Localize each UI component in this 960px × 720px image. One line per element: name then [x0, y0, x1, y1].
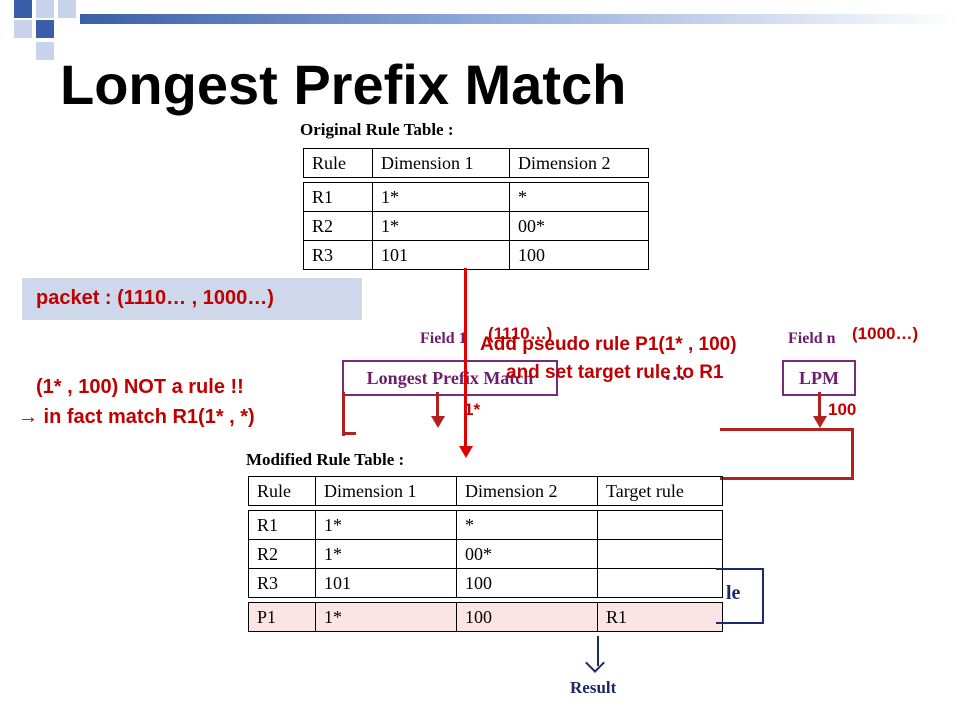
arrow-down-icon: [813, 416, 827, 428]
table-cell: 100: [456, 568, 598, 598]
header-gradient-bar: [80, 14, 960, 24]
table-cell: 1*: [372, 211, 510, 241]
field1-input-value: (1110…): [488, 324, 553, 343]
table-cell: 00*: [456, 539, 598, 569]
result-arrow-line: [597, 636, 599, 666]
partial-box-text: le: [726, 582, 741, 604]
table-row: R3 101 100: [303, 240, 649, 270]
decor-square-2: [36, 0, 54, 18]
table-row: R1 1* *: [248, 510, 723, 540]
connector-line: [342, 392, 345, 436]
partial-box-outline: [716, 568, 764, 624]
arrow-down-icon: [431, 416, 445, 428]
table-cell: 100: [456, 602, 598, 632]
table-cell: R1: [248, 510, 316, 540]
table-cell: P1: [248, 602, 316, 632]
pseudo-rule-row: P1 1* 100 R1: [248, 602, 723, 632]
table-cell: 1*: [315, 510, 457, 540]
flow-line: [464, 268, 467, 448]
original-table-caption: Original Rule Table :: [300, 120, 454, 139]
header-cell: Rule: [248, 476, 316, 506]
not-rule-annotation-line2: → in fact match R1(1* , *): [18, 406, 255, 428]
connector-line: [818, 392, 821, 418]
connector-line: [720, 428, 854, 431]
table-row: R3 101 100: [248, 568, 723, 598]
slide-title: Longest Prefix Match: [60, 53, 627, 116]
table-row: R2 1* 00*: [303, 211, 649, 241]
field1-lpm-box: Longest Prefix Match: [342, 360, 558, 396]
not-rule-annotation-line1: (1* , 100) NOT a rule !!: [36, 376, 244, 398]
decor-square-4: [36, 20, 54, 38]
table-header-row: Rule Dimension 1 Dimension 2: [303, 148, 649, 178]
table-row: R1 1* *: [303, 182, 649, 212]
fieldn-output-value: 100: [828, 400, 857, 419]
table-cell: R3: [248, 568, 316, 598]
table-cell: 101: [372, 240, 510, 270]
connector-line: [851, 428, 854, 480]
field1-output-value: 1*: [464, 400, 481, 419]
table-cell: R1: [303, 182, 373, 212]
original-rule-table: Rule Dimension 1 Dimension 2 R1 1* * R2 …: [303, 148, 649, 270]
table-cell: 1*: [315, 602, 457, 632]
packet-label: packet : (1110… , 1000…): [36, 287, 274, 309]
header-cell: Dimension 2: [456, 476, 598, 506]
packet-label-box: [22, 278, 362, 320]
table-cell: R1: [597, 602, 723, 632]
table-cell: *: [456, 510, 598, 540]
result-label: Result: [570, 678, 617, 697]
arrow-down-icon: [585, 653, 605, 673]
table-cell: 00*: [509, 211, 649, 241]
pseudo-rule-annotation-line1: Add pseudo rule P1(1* , 100): [480, 334, 737, 355]
header-cell: Dimension 1: [372, 148, 510, 178]
table-cell: 100: [509, 240, 649, 270]
table-cell: R3: [303, 240, 373, 270]
pseudo-rule-annotation-line2: and set target rule to R1: [506, 362, 724, 383]
fieldn-lpm-box: LPM: [782, 360, 856, 396]
connector-line: [436, 392, 439, 418]
modified-table-caption: Modified Rule Table :: [246, 450, 405, 469]
table-cell: 101: [315, 568, 457, 598]
decor-square-6: [36, 42, 54, 60]
decor-square-3: [58, 0, 76, 18]
header-cell: Dimension 1: [315, 476, 457, 506]
table-cell: [597, 568, 723, 598]
decor-square-1: [14, 0, 32, 18]
field1-label: Field 1: [420, 330, 467, 347]
header-cell: Dimension 2: [509, 148, 649, 178]
table-cell: R2: [303, 211, 373, 241]
header-cell: Rule: [303, 148, 373, 178]
header-cell: Target rule: [597, 476, 723, 506]
modified-rule-table: Rule Dimension 1 Dimension 2 Target rule…: [248, 476, 723, 632]
table-cell: R2: [248, 539, 316, 569]
table-header-row: Rule Dimension 1 Dimension 2 Target rule: [248, 476, 723, 506]
fieldn-input-value: (1000…): [852, 324, 919, 343]
decor-square-5: [14, 20, 32, 38]
connector-line: [342, 432, 356, 435]
connector-line: [720, 477, 854, 480]
fieldn-label: Field n: [788, 330, 836, 347]
table-cell: [597, 539, 723, 569]
arrow-down-icon: [459, 446, 473, 458]
ellipsis: …: [664, 360, 686, 385]
table-cell: 1*: [315, 539, 457, 569]
table-row: R2 1* 00*: [248, 539, 723, 569]
table-cell: [597, 510, 723, 540]
table-cell: *: [509, 182, 649, 212]
table-cell: 1*: [372, 182, 510, 212]
